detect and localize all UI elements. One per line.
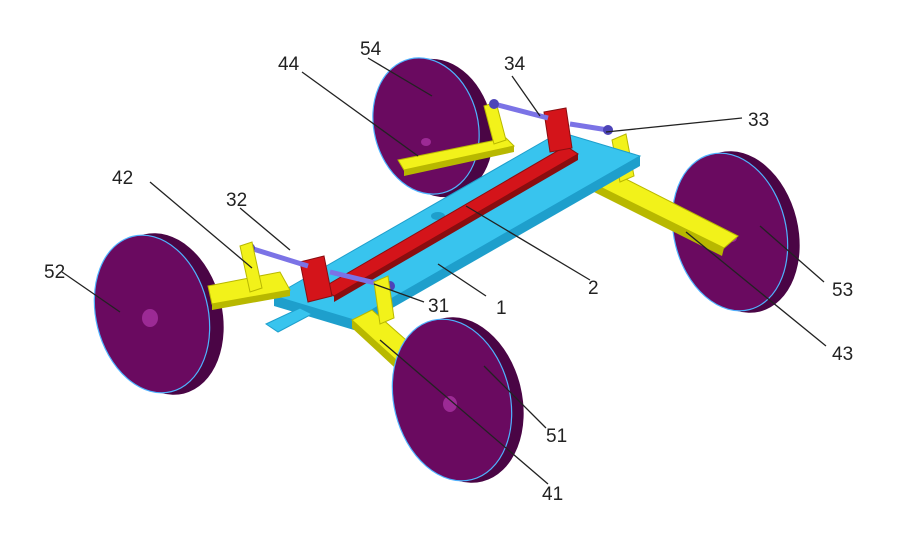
- beam-2: [299, 107, 579, 303]
- arm-44: [397, 101, 516, 176]
- label-2: 2: [588, 278, 599, 299]
- label-31: 31: [428, 296, 449, 317]
- label-52: 52: [44, 262, 65, 283]
- leader-lines: [61, 57, 827, 485]
- labels: 54 44 34 33 42 32 52 31 1 2 53 43 51 41: [44, 39, 853, 505]
- label-41: 41: [542, 484, 563, 505]
- label-43: 43: [832, 344, 853, 365]
- label-33: 33: [748, 110, 769, 131]
- wheel-51: [391, 317, 524, 483]
- label-42: 42: [112, 168, 133, 189]
- label-32: 32: [226, 190, 247, 211]
- label-53: 53: [832, 280, 853, 301]
- label-54: 54: [360, 39, 382, 60]
- label-44: 44: [278, 54, 300, 75]
- label-1: 1: [496, 298, 507, 319]
- label-34: 34: [504, 54, 526, 75]
- label-51: 51: [546, 426, 567, 447]
- rod-33: [569, 121, 613, 135]
- wheel-52: [93, 233, 224, 395]
